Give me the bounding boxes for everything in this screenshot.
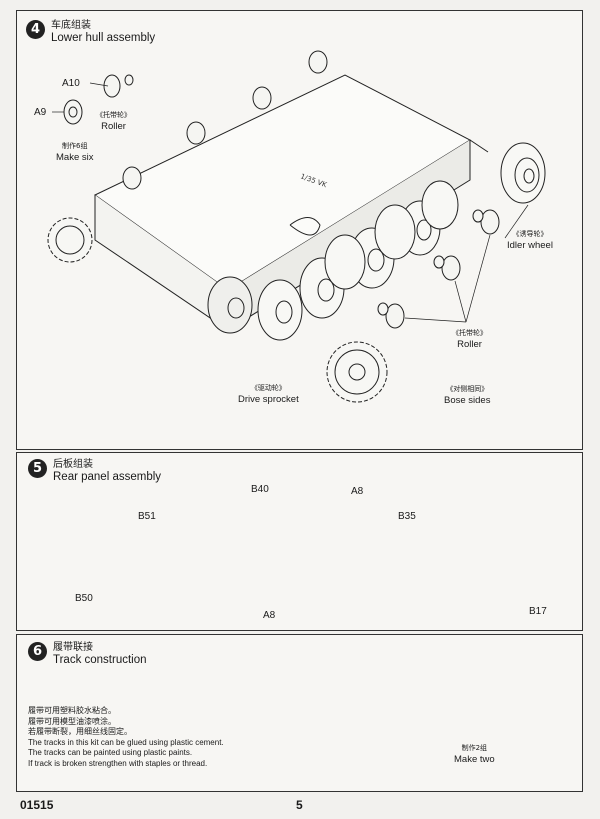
part-a8-bottom-label: A8 [263,610,276,621]
step-5-panel [16,452,583,631]
step-4-title-cn: 车底组装 [51,20,91,31]
bose-sides-cn: 《对侧相同》 [446,385,489,393]
bose-sides-label: 《对侧相同》 Bose sides [444,384,490,406]
note-line: 履带可用塑料胶水粘合。 [28,706,116,715]
part-a8-top-label: A8 [351,486,364,497]
make-six-cn: 制作6组 [62,142,88,150]
part-b50-label: B50 [75,593,93,604]
step-6-panel [16,634,583,792]
drive-sprocket-drawing [47,217,388,403]
roller-label: 《托带轮》 Roller [452,328,487,350]
note-line: 若履带断裂，用细丝线固定。 [28,727,132,736]
note-line: The tracks in this kit can be glued usin… [28,737,224,747]
step-5-title-en: Rear panel assembly [53,471,162,483]
note-line: The tracks can be painted using plastic … [28,748,193,757]
idler-wheel-label: 《诱导轮》 Idler wheel [507,229,553,251]
drive-sprocket-cn: 《驱动轮》 [250,384,286,392]
part-b17-label: B17 [529,606,547,617]
step-5-number: 5 [28,459,47,478]
drive-sprocket-en: Drive sprocket [238,394,299,405]
make-six-label: 制作6组 Make six [56,141,93,163]
make-two-cn: 制作2组 [461,744,488,752]
note-line: 履带可用模型油漆喷涂。 [28,716,116,726]
step-4-title-en: Lower hull assembly [51,32,156,44]
step-6-header: 6 履带联接 Track construction [28,642,147,666]
roller-parts-drawing [63,74,500,329]
product-code: 01515 [20,798,54,812]
roller-small-en: Roller [101,121,126,132]
roller-small-label: 《托带轮》 Roller [96,110,131,132]
step-4-header: 4 车底组装 Lower hull assembly [26,20,155,44]
page-number: 5 [296,798,303,812]
step-6-title-en: Track construction [53,654,147,666]
roller-cn: 《托带轮》 [452,329,487,337]
roller-en: Roller [457,339,482,350]
step-6-title-cn: 履带联接 [53,642,93,653]
idler-wheel-cn: 《诱导轮》 [512,230,548,238]
leader-lines [52,82,529,323]
make-two-en: Make two [454,754,495,765]
drive-sprocket-label: 《驱动轮》 Drive sprocket [238,383,299,405]
part-a9-label: A9 [34,107,47,118]
note-line: If track is broken strengthen with stapl… [28,758,208,768]
bose-sides-en: Bose sides [444,395,491,406]
part-a10-label: A10 [62,78,80,89]
track-notes: 履带可用塑料胶水粘合。 履带可用模型油漆喷涂。 若履带断裂，用细丝线固定。 Th… [28,706,224,769]
step-6-number: 6 [28,642,47,661]
road-wheels-drawing [257,180,459,341]
step-4-number: 4 [26,20,45,39]
roller-small-cn: 《托带轮》 [96,111,131,119]
part-b40-label: B40 [251,484,269,495]
return-rollers-drawing [122,50,328,190]
part-b51-label: B51 [138,511,156,522]
make-six-en: Make six [56,152,94,163]
step-5-title-cn: 后板组装 [53,459,93,470]
part-b35-label: B35 [398,511,416,522]
make-two-label: 制作2组 Make two [454,743,495,765]
step-5-header: 5 后板组装 Rear panel assembly [28,459,161,483]
idler-wheel-drawing [469,139,546,204]
idler-wheel-en: Idler wheel [507,240,553,251]
